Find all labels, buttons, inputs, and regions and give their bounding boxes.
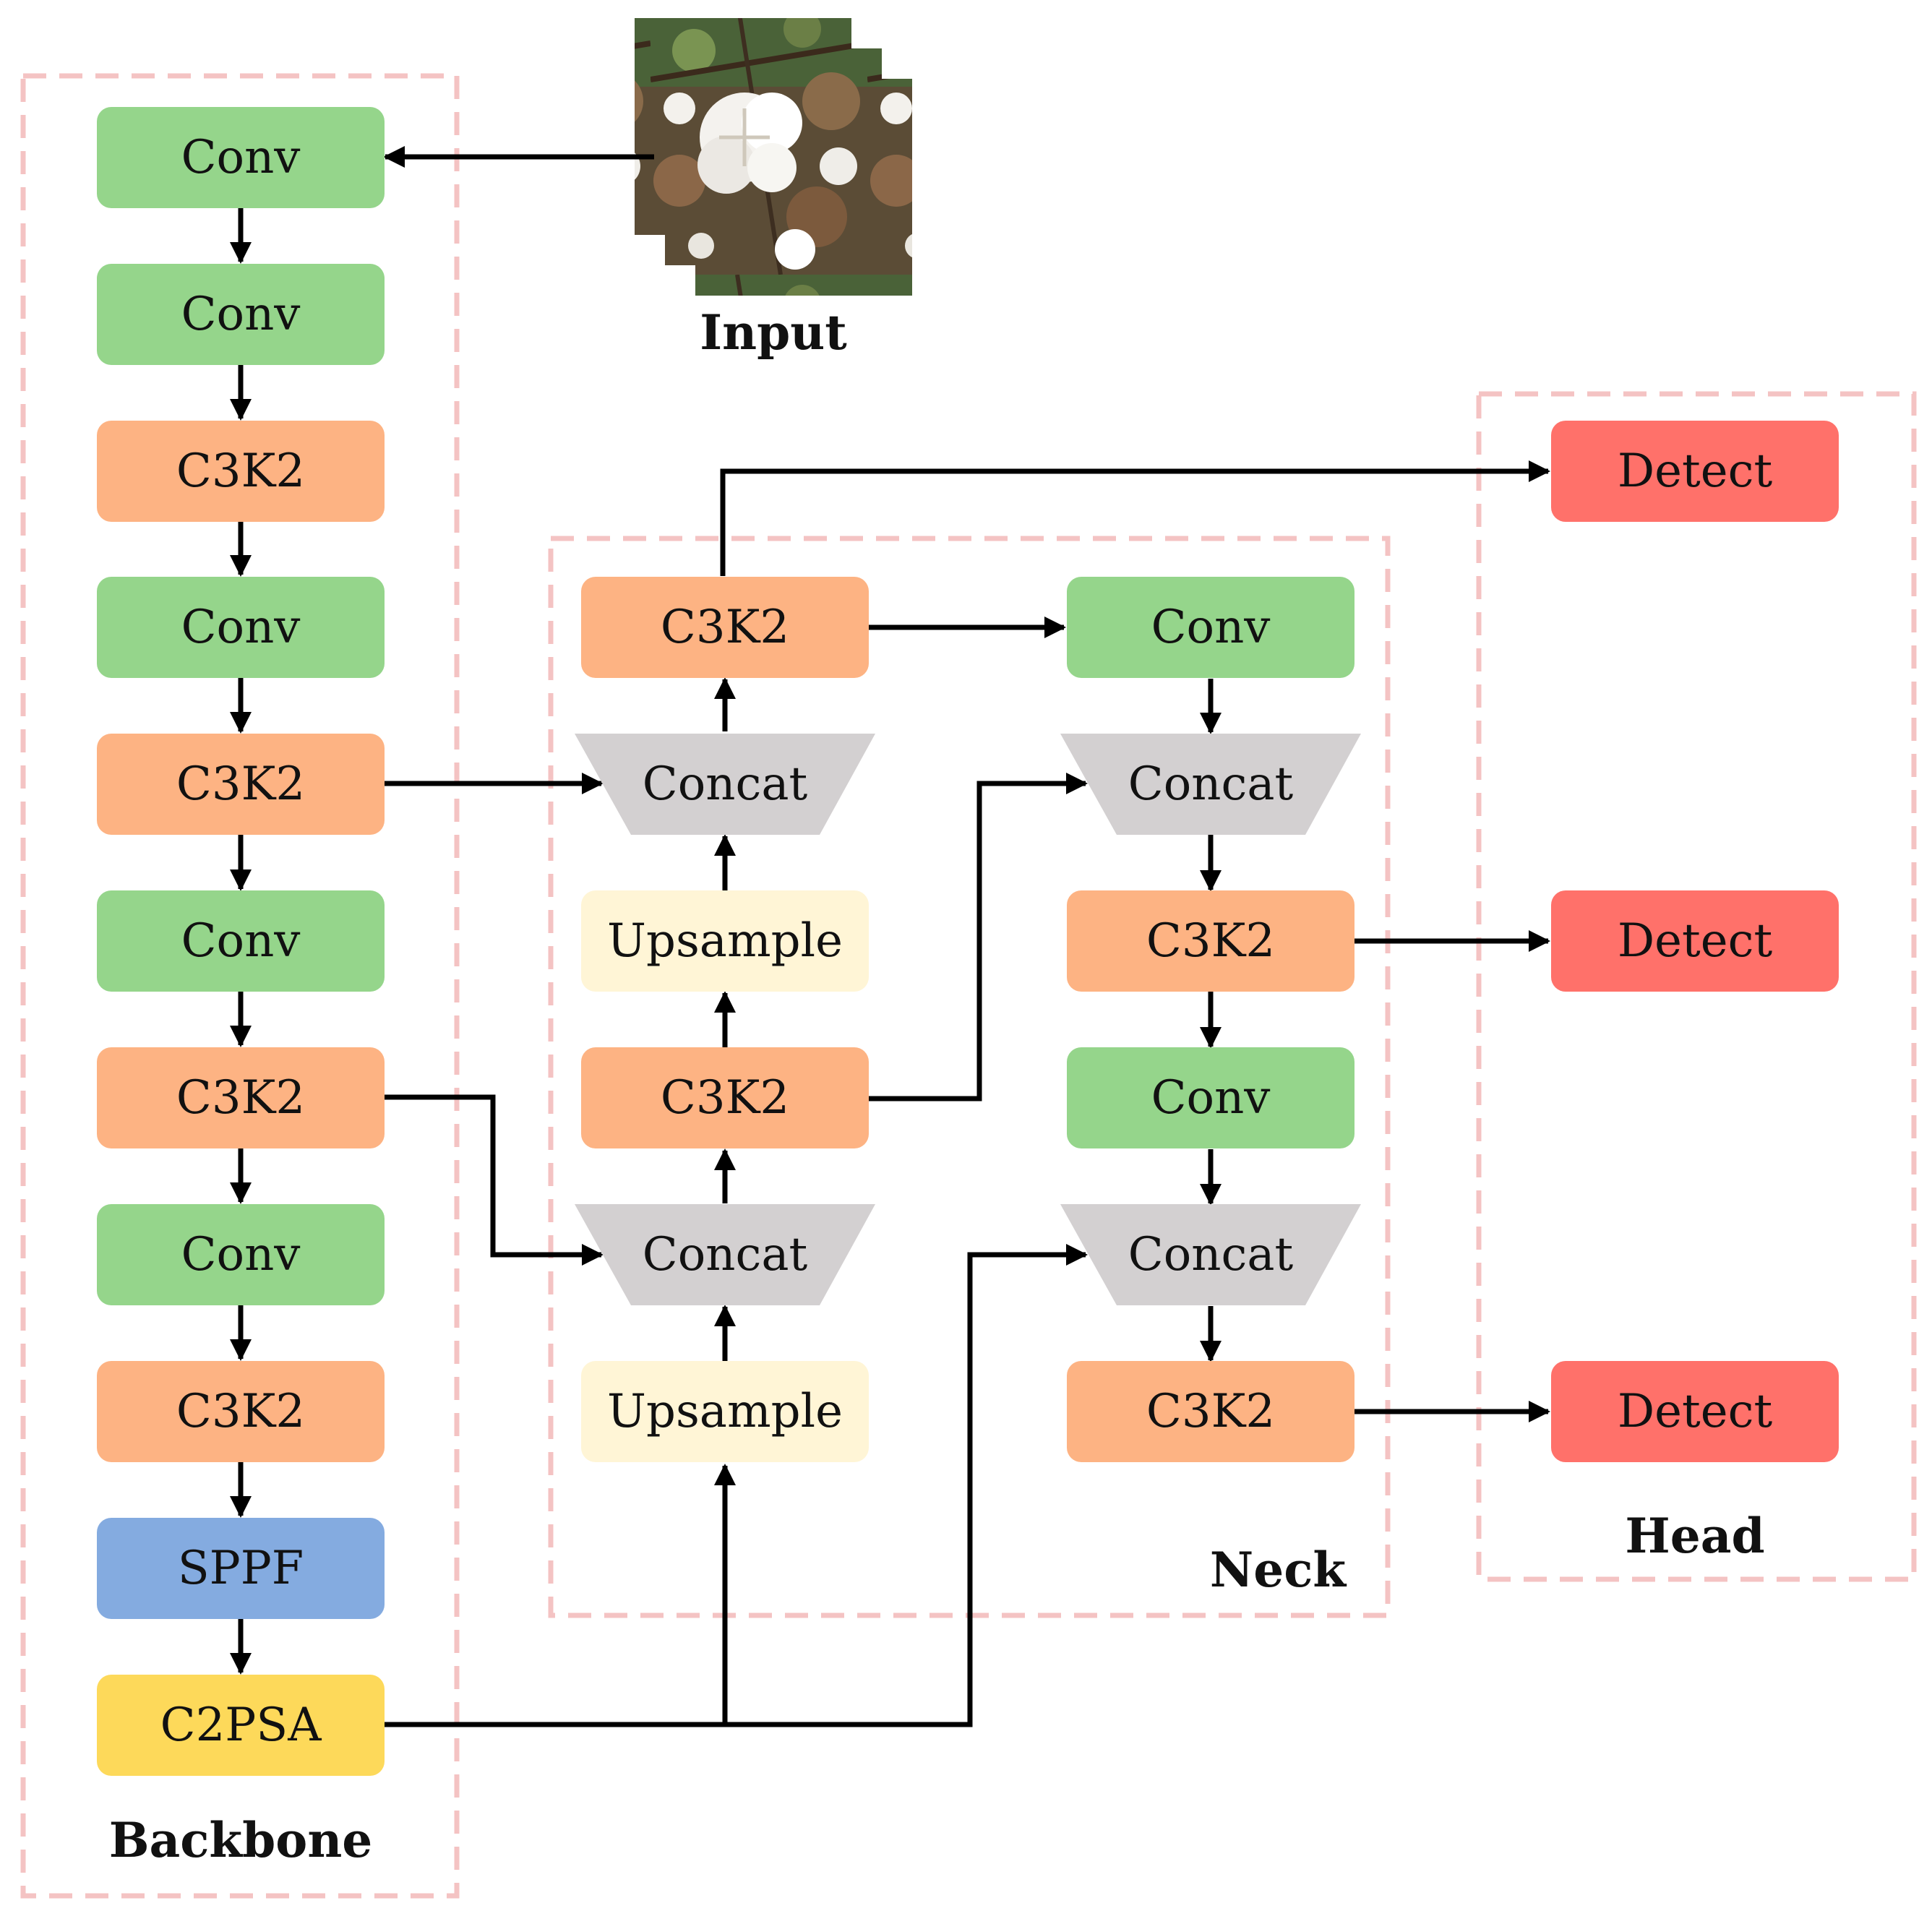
node-box [97,421,385,522]
node-box [97,1361,385,1462]
node-label: C3K2 [176,445,305,498]
node-label: Detect [1618,1385,1773,1438]
node-label: Conv [181,1228,301,1281]
node-label: C3K2 [1146,914,1275,968]
detect-3: Detect [1551,1361,1839,1462]
node-trapezoid [575,1204,875,1305]
edges [229,145,1551,1727]
head-nodes: Detect Detect Detect [1551,421,1839,1462]
neck-c3k2-upper-right: C3K2 [1067,890,1354,992]
node-label: Conv [181,914,301,968]
node-label: Concat [1128,757,1294,811]
backbone-c3k2-2: C3K2 [97,734,385,835]
neck-left-column: C3K2 Concat Upsample C3K2 Concat Upsampl… [575,577,875,1462]
node-label: Conv [181,131,301,184]
node-box [97,1047,385,1148]
backbone-sppf: SPPF [97,1518,385,1619]
neck-conv-upper-right: Conv [1067,577,1354,678]
node-label: Detect [1618,445,1773,498]
backbone-group-label: Backbone [109,1812,373,1868]
neck-concat-lower-left: Concat [575,1204,875,1305]
node-box [1067,1047,1354,1148]
node-box [581,1361,869,1462]
detect-1: Detect [1551,421,1839,522]
input-image-front [695,79,912,296]
backbone-c3k2-1: C3K2 [97,421,385,522]
node-trapezoid [1060,1204,1361,1305]
node-box [1551,890,1839,992]
edge-nl1-hd1 [720,460,1551,576]
edge-bb11-nl6 [385,1463,737,1727]
backbone-c3k2-4: C3K2 [97,1361,385,1462]
node-label: Conv [1151,601,1271,654]
node-label: Conv [181,601,301,654]
node-box [97,890,385,992]
backbone-conv-1: Conv [97,107,385,208]
node-label: Concat [1128,1228,1294,1281]
node-box [1067,890,1354,992]
backbone-conv-3: Conv [97,577,385,678]
neck-concat-upper-left: Concat [575,734,875,835]
node-label: Concat [643,757,808,811]
node-box [97,1675,385,1776]
node-box [97,1204,385,1305]
node-box [581,577,869,678]
node-trapezoid [1060,734,1361,835]
node-label: C3K2 [1146,1385,1275,1438]
backbone-conv-4: Conv [97,890,385,992]
node-label: Concat [643,1228,808,1281]
node-label: C3K2 [661,1071,789,1125]
edge-nl4-nr2 [869,772,1089,1101]
neck-upsample-upper: Upsample [581,890,869,992]
node-box [97,577,385,678]
node-box [1067,577,1354,678]
detect-2: Detect [1551,890,1839,992]
input-image-stack [635,18,912,296]
head-group-border [1476,391,1917,1582]
backbone-group-border [20,73,460,1899]
node-label: Conv [1151,1071,1271,1125]
neck-group-label: Neck [1210,1542,1347,1598]
neck-c3k2-lower-right: C3K2 [1067,1361,1354,1462]
node-label: Detect [1618,914,1773,968]
node-trapezoid [575,734,875,835]
edge-bb11-nr5 [725,1243,1089,1727]
neck-c3k2-middle-left: C3K2 [581,1047,869,1148]
node-label: C3K2 [176,1071,305,1125]
node-label: C2PSA [160,1699,322,1752]
neck-conv-lower-right: Conv [1067,1047,1354,1148]
node-box [1551,421,1839,522]
node-label: C3K2 [661,601,789,654]
backbone-conv-2: Conv [97,264,385,365]
neck-concat-upper-right: Concat [1060,734,1361,835]
node-box [97,107,385,208]
node-label: Upsample [607,1385,843,1438]
backbone-c2psa: C2PSA [97,1675,385,1776]
node-label: SPPF [178,1542,304,1595]
node-box [97,1518,385,1619]
node-box [97,264,385,365]
neck-concat-lower-right: Concat [1060,1204,1361,1305]
neck-c3k2-top: C3K2 [581,577,869,678]
node-box [581,890,869,992]
head-group-label: Head [1625,1508,1764,1564]
node-box [97,734,385,835]
node-label: Upsample [607,914,843,968]
input-label: Input [700,304,847,361]
node-box [1551,1361,1839,1462]
node-box [1067,1361,1354,1462]
neck-right-column: Conv Concat C3K2 Conv Concat C3K2 [1060,577,1361,1462]
node-label: Conv [181,288,301,341]
backbone-conv-5: Conv [97,1204,385,1305]
node-label: C3K2 [176,1385,305,1438]
neck-upsample-lower: Upsample [581,1361,869,1462]
node-label: C3K2 [176,757,305,811]
edge-bb7-nl5 [385,1094,604,1266]
backbone-c3k2-3: C3K2 [97,1047,385,1148]
node-box [581,1047,869,1148]
backbone-nodes: Conv Conv C3K2 Conv C3K2 Conv C3K2 Conv [97,107,385,1776]
